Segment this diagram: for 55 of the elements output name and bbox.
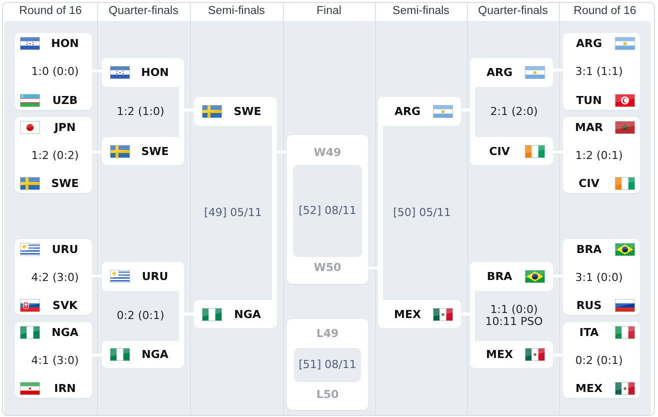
- match-score: 4:2 (3:0): [31, 270, 79, 284]
- team-code: HON: [51, 36, 79, 50]
- column-heading: Semi-finals: [208, 5, 265, 18]
- team-code: URU: [52, 242, 78, 256]
- team-code: CIV: [489, 144, 510, 158]
- match-score: 0:2 (0:1): [575, 354, 623, 366]
- column-heading: Round of 16: [574, 5, 636, 18]
- team-code: JPN: [54, 120, 76, 134]
- match-date: [51] 08/11: [298, 358, 356, 371]
- team-code: ITA: [579, 326, 599, 338]
- team-code: ARG: [576, 36, 602, 50]
- team-code: SVK: [52, 298, 78, 312]
- team-code: UZB: [52, 94, 78, 106]
- team-code: MEX: [486, 348, 513, 361]
- column-heading: Round of 16: [19, 5, 82, 18]
- slot-label: L49: [316, 327, 339, 341]
- match-score: 2:1 (2:0): [490, 106, 538, 118]
- team-code: NGA: [142, 348, 168, 361]
- column-heading: Semi-finals: [392, 5, 450, 18]
- match-score: 1:2 (0:1): [575, 148, 623, 162]
- match-score: 3:1 (0:0): [575, 270, 623, 284]
- match-score: 1:0 (0:0): [31, 65, 79, 78]
- team-code: SWE: [234, 105, 262, 118]
- match-date: [50] 05/11: [393, 207, 451, 219]
- team-code: MAR: [575, 120, 603, 134]
- match-score: 3:1 (1:1): [575, 65, 623, 78]
- column-heading: Final: [316, 5, 342, 18]
- team-code: RUS: [576, 298, 602, 312]
- team-code: NGA: [234, 308, 261, 320]
- team-code: URU: [142, 270, 168, 283]
- match-score: 4:1 (3:0): [31, 354, 79, 366]
- team-code: CIV: [578, 176, 600, 190]
- team-code: BRA: [486, 270, 512, 283]
- column-heading: Quarter-finals: [478, 5, 548, 18]
- team-code: IRN: [54, 382, 76, 394]
- team-code: BRA: [576, 242, 602, 256]
- team-code: MEX: [576, 382, 602, 394]
- slot-label: W50: [314, 261, 342, 275]
- match-date: [49] 05/11: [204, 207, 262, 219]
- match-date: [52] 08/11: [298, 204, 356, 217]
- match-score: 0:2 (0:1): [116, 310, 164, 322]
- team-code: HON: [141, 66, 169, 79]
- team-code: ARG: [486, 66, 512, 79]
- slot-label: L50: [316, 388, 339, 402]
- team-code: NGA: [52, 326, 78, 338]
- team-code: ARG: [394, 105, 420, 118]
- slot-label: W49: [314, 146, 342, 160]
- match-score: 1:1 (0:0) 10:11 PSO: [484, 304, 544, 328]
- team-code: SWE: [51, 176, 79, 190]
- match-score: 1:2 (0:2): [31, 148, 79, 162]
- team-code: TUN: [576, 94, 602, 106]
- team-code: SWE: [141, 144, 169, 158]
- match-score: 1:2 (1:0): [116, 106, 164, 118]
- team-code: MEX: [394, 308, 421, 320]
- column-heading: Quarter-finals: [108, 5, 178, 18]
